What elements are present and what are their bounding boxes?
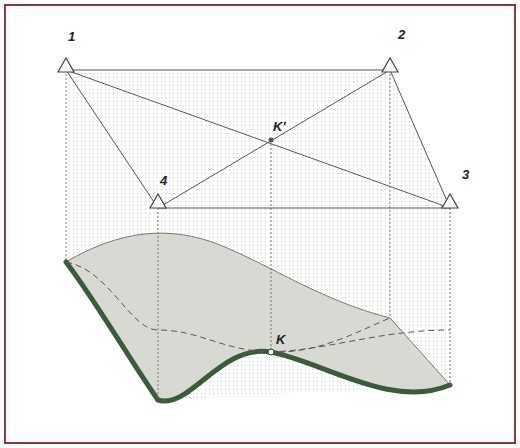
point-k [268,349,274,355]
terrain-surface [66,233,450,401]
plane-lines [66,70,450,208]
profile-line [270,330,450,352]
profile-line [66,262,390,352]
frame [5,5,515,443]
point-label: 1 [68,30,75,43]
plumb-lines [66,70,450,400]
terrain-edge [66,262,450,401]
point-label: 4 [160,174,167,187]
station-symbol [58,58,458,208]
point-k-prime [269,138,274,143]
point-label: 3 [462,168,469,181]
point-label: K [276,333,285,346]
point-label: K' [273,120,285,133]
point-label: 2 [398,28,405,41]
